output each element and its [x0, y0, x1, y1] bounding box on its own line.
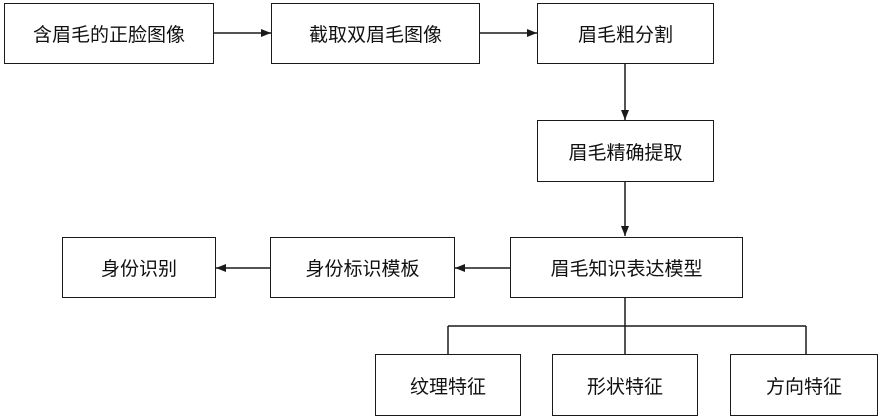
node-identity-recognition: 身份识别 — [62, 237, 216, 298]
node-face-image: 含眉毛的正脸图像 — [4, 3, 214, 64]
node-direction-feature: 方向特征 — [730, 354, 878, 416]
node-coarse-segmentation: 眉毛粗分割 — [537, 3, 714, 64]
node-identity-template: 身份标识模板 — [270, 237, 455, 298]
node-precise-extraction: 眉毛精确提取 — [537, 120, 714, 182]
node-texture-feature: 纹理特征 — [375, 354, 521, 416]
node-knowledge-model: 眉毛知识表达模型 — [510, 237, 743, 298]
node-shape-feature: 形状特征 — [552, 354, 698, 416]
node-crop-eyebrows: 截取双眉毛图像 — [271, 3, 480, 64]
